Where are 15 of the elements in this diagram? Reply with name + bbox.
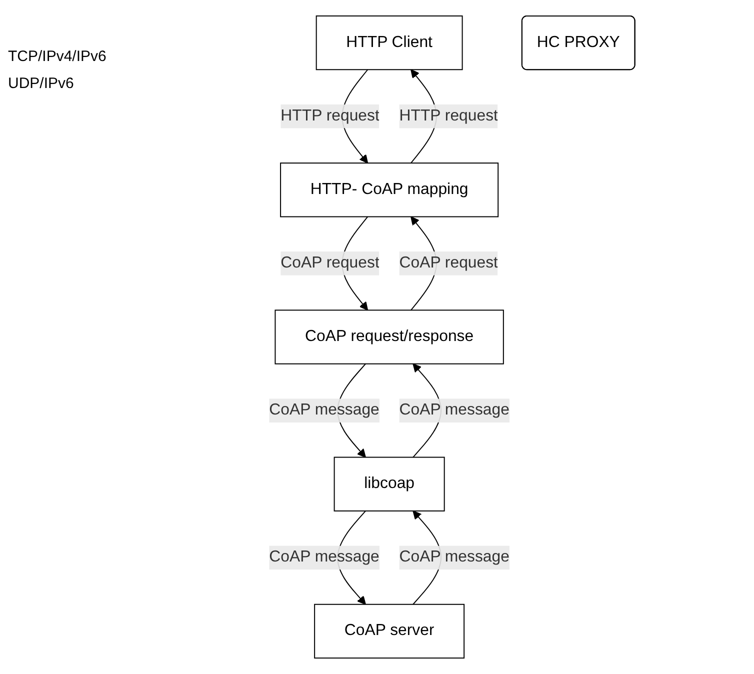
edge-label: CoAP message xyxy=(269,548,380,566)
node-box: CoAP server xyxy=(314,604,465,659)
edge-label: CoAP request xyxy=(399,254,498,272)
edge-label: HTTP request xyxy=(399,107,498,124)
edge-label: HTTP request xyxy=(280,107,380,124)
edge-label: CoAP message xyxy=(399,402,510,419)
edge-label: CoAP request xyxy=(280,254,380,272)
protocol-label: UDP/IPv6 xyxy=(8,75,75,92)
node-box: HTTP- CoAP mapping xyxy=(280,162,499,218)
node-box: HTTP Client xyxy=(316,15,463,70)
node-box: libcoap xyxy=(334,456,445,512)
protocol-label: TCP/IPv4/IPv6 xyxy=(8,48,108,65)
node-box: CoAP request/response xyxy=(274,310,504,364)
edge-label: CoAP message xyxy=(399,548,510,566)
edge-label: CoAP message xyxy=(269,402,380,419)
